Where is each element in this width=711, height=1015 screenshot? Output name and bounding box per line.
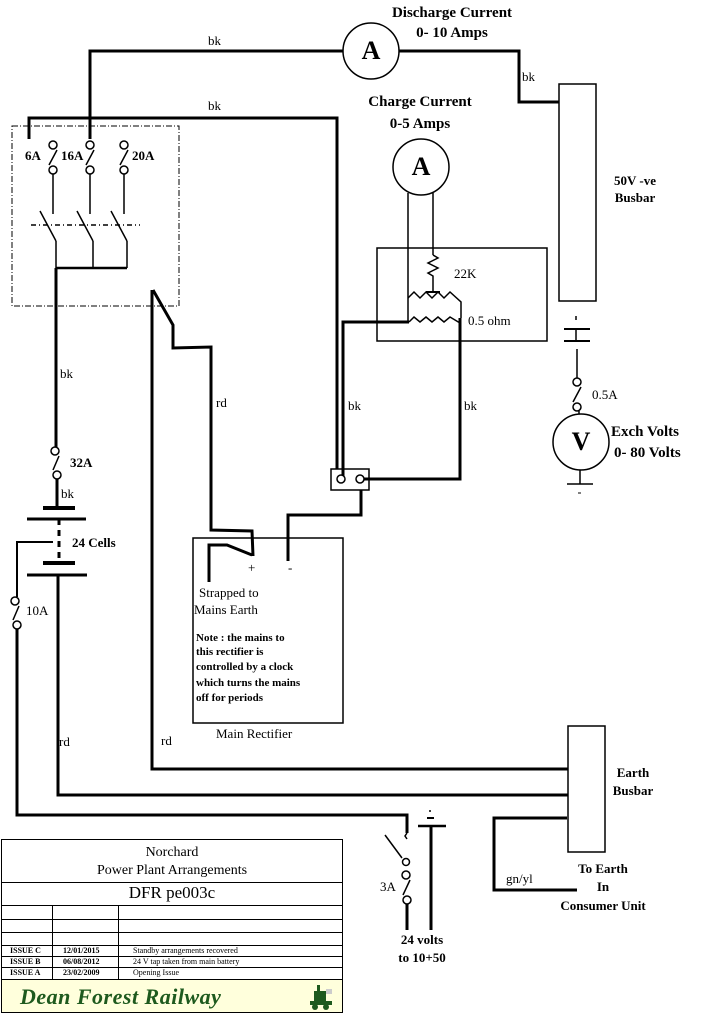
negative-busbar-label: Busbar: [614, 190, 656, 205]
discharge-wire: [88, 49, 560, 139]
potentiometer: [407, 290, 462, 318]
fuse-32a: [50, 446, 62, 480]
earth-gnyl-wire: [492, 816, 577, 892]
earth-destination: Consumer Unit: [560, 898, 646, 913]
charge-ammeter-circle: [392, 138, 450, 196]
wire-label-bk: bk: [208, 98, 221, 113]
rectifier-plus: +: [248, 560, 256, 575]
triple-pole-isolator: [31, 174, 140, 270]
rectifier-note: this rectifier is: [196, 646, 264, 658]
title-location: Norchard: [145, 845, 199, 860]
voltmeter-circle: [552, 413, 610, 471]
wire-label-rd: rd: [216, 395, 227, 410]
shunt-resistor: [408, 315, 461, 324]
ammeter-symbol: A: [411, 152, 431, 181]
tap-label: to 10+50: [398, 950, 446, 965]
charge-title: Charge Current: [368, 94, 472, 110]
rectifier-note: off for periods: [196, 692, 264, 704]
company-banner: Dean Forest Railway: [2, 979, 342, 1012]
wire-label-bk: bk: [522, 69, 535, 84]
exch-volts-title: Exch Volts: [611, 424, 679, 440]
earth-destination: To Earth: [578, 861, 628, 876]
rectifier-minus-wire: [286, 481, 363, 561]
rectifier-caption: Main Rectifier: [216, 726, 293, 741]
wire-label-bk: bk: [464, 398, 477, 413]
shunt-box: [376, 247, 548, 342]
fuse-10a: [10, 596, 22, 630]
exch-volts-range: 0- 80 Volts: [614, 445, 681, 461]
fuse-16a: [85, 140, 95, 175]
title-block: Norchard Power Plant Arrangements DFR pe…: [1, 839, 343, 1013]
issue-desc: Standby arrangements recovered: [133, 946, 238, 955]
title-text: Power Plant Arrangements: [96, 863, 248, 878]
tap-wire: [16, 541, 53, 597]
fuse-6a: [48, 140, 58, 175]
discharge-title: Discharge Current: [391, 5, 513, 21]
rectifier-note: Note : the mains to: [196, 632, 285, 644]
resistor-label-22k: 22K: [454, 266, 477, 281]
fuse-label: 20A: [132, 148, 155, 163]
wire-label-bk: bk: [61, 486, 74, 501]
issue-id: ISSUE B: [10, 957, 41, 966]
wire-label-bk: bk: [60, 366, 73, 381]
wire-label-bk: bk: [208, 33, 221, 48]
wire-label-rd: rd: [59, 734, 70, 749]
resistor-label-shunt: 0.5 ohm: [468, 313, 511, 328]
rectifier-minus: -: [288, 560, 293, 575]
discharge-range: 0- 10 Amps: [416, 25, 488, 41]
exch-volts-circuit: [564, 316, 590, 378]
wire-label-rd: rd: [161, 733, 172, 748]
fuse-label: 16A: [61, 148, 84, 163]
tap-earth-terminal: [418, 810, 446, 930]
rectifier-note: controlled by a clock: [196, 661, 294, 673]
charge-return-wire: [27, 116, 339, 478]
issue-id: ISSUE C: [10, 946, 41, 955]
drawing-number: DFR pe003c: [128, 883, 216, 902]
rectifier-strapped-label: Mains Earth: [194, 602, 258, 617]
issue-desc: 24 V tap taken from main battery: [133, 957, 240, 966]
earth-destination: In: [596, 879, 610, 894]
company-name: Dean Forest Railway: [20, 984, 222, 1009]
main-rectifier-box: [192, 537, 344, 724]
fuse-label: 10A: [26, 603, 49, 618]
discharge-ammeter-circle: [342, 22, 400, 80]
negative-busbar: [558, 83, 597, 302]
issue-id: ISSUE A: [10, 968, 41, 977]
fuse-label: 0.5A: [592, 387, 618, 402]
rectifier-plus-wire: [151, 289, 255, 557]
issue-date: 06/08/2012: [63, 957, 100, 966]
isolator-panel: [11, 125, 180, 307]
issue-date: 12/01/2015: [63, 946, 100, 955]
rectifier-note: which turns the mains: [196, 677, 301, 689]
fuse-label: 32A: [70, 455, 93, 470]
wire-label-bk: bk: [348, 398, 361, 413]
fuse-label: 6A: [25, 148, 41, 163]
fuse-0-5a: [572, 377, 582, 412]
rectifier-strapped-label: Strapped to: [199, 585, 259, 600]
voltmeter-symbol: V: [571, 427, 591, 456]
locomotive-icon: [310, 985, 332, 1010]
fuse-20a: [119, 140, 129, 175]
issue-date: 23/02/2009: [63, 968, 100, 977]
resistor-22k: [426, 254, 440, 291]
battery-positive-wire: [56, 575, 568, 797]
fuse-label: 3A: [380, 879, 396, 894]
rectifier-rd-wire: [150, 290, 568, 771]
issue-desc: Opening Issue: [133, 968, 179, 977]
tap-switch-3a: [384, 832, 412, 930]
earth-busbar-label: Earth: [616, 765, 650, 780]
ammeter-symbol: A: [361, 36, 381, 65]
tap-label: 24 volts: [400, 932, 444, 947]
wire-label-gnyl: gn/yl: [506, 871, 533, 886]
charge-range: 0-5 Amps: [389, 116, 451, 132]
battery-label: 24 Cells: [72, 535, 116, 550]
earth-busbar: [567, 725, 606, 853]
earth-busbar-label: Busbar: [612, 783, 654, 798]
negative-busbar-label: 50V -ve: [613, 173, 656, 188]
